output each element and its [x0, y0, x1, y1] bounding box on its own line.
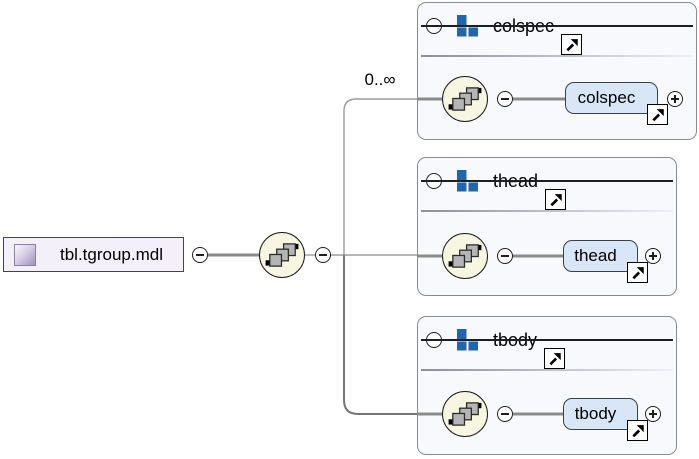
model-group-icon: [457, 15, 478, 37]
collapse-icon[interactable]: [421, 173, 673, 189]
sequence-compositor-icon[interactable]: [259, 232, 305, 278]
root-model-group-box[interactable]: tbl.tgroup.mdl: [3, 237, 184, 272]
collapse-icon[interactable]: [497, 248, 513, 264]
element-label: thead: [574, 246, 617, 265]
collapse-icon[interactable]: [192, 247, 208, 263]
group-header-colspec: colspec: [418, 3, 696, 55]
header-separator: [421, 369, 673, 371]
collapse-icon[interactable]: [497, 91, 513, 107]
model-definition-icon: [14, 243, 36, 266]
root-model-group-label: tbl.tgroup.mdl: [60, 244, 163, 264]
sequence-compositor-icon[interactable]: [442, 76, 488, 122]
reference-link-icon[interactable]: [627, 420, 648, 441]
element-label: colspec: [577, 88, 636, 107]
element-box-tbody[interactable]: tbody: [563, 398, 638, 430]
model-group-icon: [457, 170, 478, 192]
occurrence-label: 0..∞: [364, 70, 396, 89]
header-separator: [421, 210, 673, 212]
collapse-icon[interactable]: [421, 332, 673, 348]
group-header-thead: thead: [418, 158, 676, 210]
collapse-icon[interactable]: [497, 406, 513, 422]
collapse-icon[interactable]: [421, 18, 693, 34]
element-label: tbody: [574, 404, 617, 423]
model-group-icon: [457, 329, 478, 351]
expand-icon[interactable]: [645, 248, 661, 264]
header-separator: [421, 55, 693, 57]
element-box-thead[interactable]: thead: [563, 240, 638, 272]
group-header-tbody: tbody: [418, 317, 676, 369]
sequence-compositor-icon[interactable]: [442, 391, 488, 437]
reference-link-icon[interactable]: [627, 262, 648, 283]
reference-link-icon[interactable]: [545, 188, 567, 210]
expand-icon[interactable]: [667, 91, 683, 107]
element-box-colspec[interactable]: colspec: [565, 82, 658, 114]
collapse-icon[interactable]: [315, 247, 331, 263]
sequence-compositor-icon[interactable]: [442, 233, 488, 279]
reference-link-icon[interactable]: [544, 347, 566, 369]
reference-link-icon[interactable]: [647, 104, 668, 125]
expand-icon[interactable]: [645, 406, 661, 422]
reference-link-icon[interactable]: [561, 33, 583, 55]
